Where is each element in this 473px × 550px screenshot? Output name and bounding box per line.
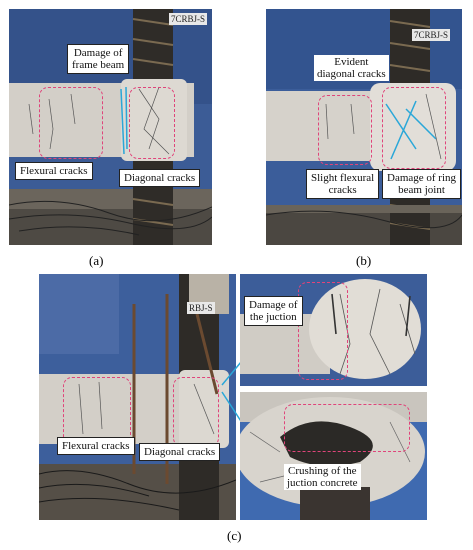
photo-c-junction — [240, 274, 427, 386]
label-crushing-junction-concrete: Crushing of the juction concrete — [284, 464, 361, 490]
label-slight-flexural-cracks: Slight flexural cracks — [306, 169, 380, 199]
photo-panel-c-crushing: Crushing of the juction concrete — [240, 392, 427, 520]
frame-beam-region — [39, 87, 103, 159]
junction-region — [298, 282, 348, 380]
photo-b — [266, 9, 462, 245]
photo-panel-a: 7CRBJ-S Damage of frame beam Flexural cr… — [9, 9, 212, 245]
caption-c: (c) — [227, 528, 242, 543]
joint-region — [129, 87, 175, 159]
crushing-region — [284, 404, 410, 452]
label-flexural-cracks-a: Flexural cracks — [15, 162, 93, 180]
caption-a: (a) — [89, 253, 104, 268]
photo-c-main — [39, 274, 236, 520]
label-junction-damage: Damage of the juction — [244, 296, 303, 326]
specimen-tag-c: RBJ-S — [187, 302, 215, 314]
label-diagonal-cracks-a: Diagonal cracks — [119, 169, 201, 187]
label-diagonal-cracks-c: Diagonal cracks — [139, 443, 221, 461]
label-evident-diagonal-cracks: Evident diagonal cracks — [314, 55, 389, 81]
label-flexural-cracks-c: Flexural cracks — [57, 437, 135, 455]
photo-panel-c-junction: Damage of the juction — [240, 274, 427, 386]
diagonal-region-c — [173, 377, 219, 447]
beam-region-b — [318, 95, 372, 165]
photo-panel-b: 7CRBJ-S Evident diagonal cracks Slight f… — [266, 9, 462, 245]
specimen-tag-b: 7CRBJ-S — [412, 29, 451, 41]
photo-c-crushing — [240, 392, 427, 520]
specimen-tag-a: 7CRBJ-S — [169, 13, 208, 25]
label-ring-beam-joint-damage: Damage of ring beam joint — [382, 169, 462, 199]
ring-joint-region-b — [382, 87, 446, 169]
label-frame-beam-damage: Damage of frame beam — [67, 44, 130, 74]
caption-b: (b) — [356, 253, 372, 268]
photo-panel-c-main: RBJ-S Flexural cracks Diagonal cracks — [39, 274, 236, 520]
